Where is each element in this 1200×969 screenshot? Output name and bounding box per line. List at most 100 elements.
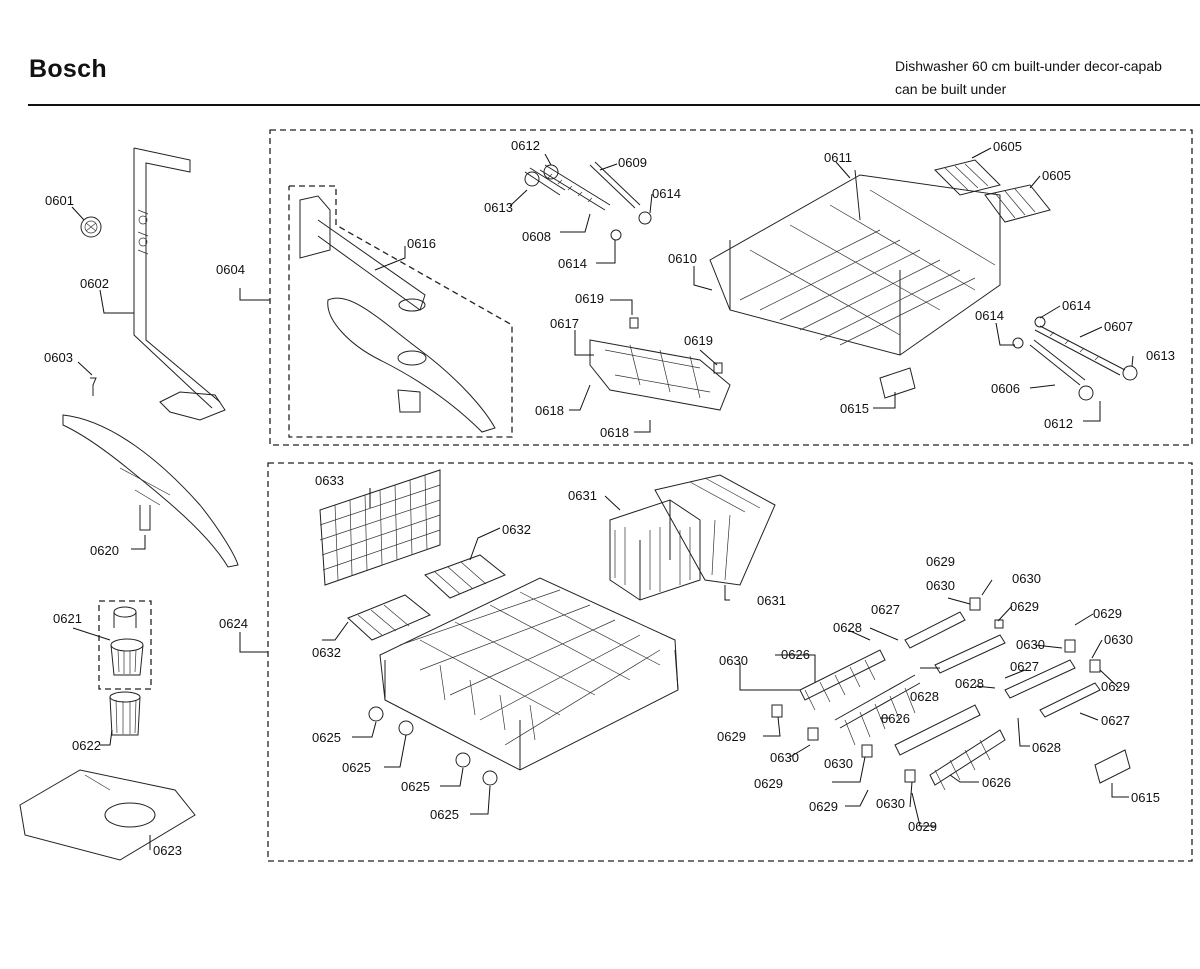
label-0630-b: 0630 <box>1012 571 1041 586</box>
right-cup-shelf-drawing <box>1012 316 1138 401</box>
label-0633: 0633 <box>315 473 344 488</box>
filter-group-box <box>98 600 152 690</box>
label-0620: 0620 <box>90 543 119 558</box>
knife-rack-0617-drawing <box>589 339 731 411</box>
tines-grid-0633-drawing <box>319 469 441 586</box>
upper-spray-arm-pipe-0616-drawing <box>299 195 426 312</box>
label-0612-bottom: 0612 <box>1044 416 1073 431</box>
handle-0615-upper-drawing <box>879 367 916 399</box>
label-0630-g: 0630 <box>824 756 853 771</box>
label-0618-b: 0618 <box>600 425 629 440</box>
label-0626-c: 0626 <box>982 775 1011 790</box>
label-0630-a: 0630 <box>926 578 955 593</box>
label-0604: 0604 <box>216 262 245 277</box>
label-0628-d: 0628 <box>1032 740 1061 755</box>
fine-filter-0622-drawing <box>109 691 141 736</box>
label-0625-a: 0625 <box>312 730 341 745</box>
label-0615-upper: 0615 <box>840 401 869 416</box>
label-0613-left: 0613 <box>484 200 513 215</box>
label-0612-top: 0612 <box>511 138 540 153</box>
label-0630-e: 0630 <box>719 653 748 668</box>
label-0626-b: 0626 <box>881 711 910 726</box>
label-0607: 0607 <box>1104 319 1133 334</box>
label-0618-a: 0618 <box>535 403 564 418</box>
part-labels: 0601 0602 0603 0604 0616 0620 0621 0622 … <box>44 138 1175 858</box>
handle-0615-lower-drawing <box>1094 749 1131 784</box>
filter-0621-drawing <box>110 606 144 676</box>
supply-pipe-0602-drawing <box>133 147 226 421</box>
label-0631-a: 0631 <box>568 488 597 503</box>
lower-basket-drawing <box>379 577 679 771</box>
tine-rows-0605-drawing <box>934 159 1051 223</box>
lower-basket-group-box <box>267 462 1193 862</box>
label-0629-e: 0629 <box>717 729 746 744</box>
upper-basket-0610-drawing <box>709 169 1001 356</box>
tine-rack-0632-drawing <box>347 554 506 641</box>
label-0615-lower: 0615 <box>1131 790 1160 805</box>
label-0628-c: 0628 <box>910 689 939 704</box>
spray-arm-group-box <box>288 185 513 438</box>
label-0605-a: 0605 <box>993 139 1022 154</box>
label-0626-a: 0626 <box>781 647 810 662</box>
label-0629-d: 0629 <box>1101 679 1130 694</box>
label-0625-b: 0625 <box>342 760 371 775</box>
label-0629-g: 0629 <box>809 799 838 814</box>
label-0606: 0606 <box>991 381 1020 396</box>
label-0614-b: 0614 <box>558 256 587 271</box>
label-0628-b: 0628 <box>955 676 984 691</box>
folding-tines-drawing <box>799 611 1101 791</box>
micro-filter-plate-0623-drawing <box>19 769 196 861</box>
label-0617: 0617 <box>550 316 579 331</box>
label-0629-c: 0629 <box>1093 606 1122 621</box>
label-0614-c: 0614 <box>1062 298 1091 313</box>
label-0630-h: 0630 <box>876 796 905 811</box>
label-0632-a: 0632 <box>502 522 531 537</box>
label-0622: 0622 <box>72 738 101 753</box>
label-0627-c: 0627 <box>1101 713 1130 728</box>
label-0624: 0624 <box>219 616 248 631</box>
header-rule <box>28 104 1200 106</box>
label-0623: 0623 <box>153 843 182 858</box>
label-0630-c: 0630 <box>1016 637 1045 652</box>
leader-lines <box>71 147 1134 850</box>
label-0627-a: 0627 <box>871 602 900 617</box>
label-0619-b: 0619 <box>684 333 713 348</box>
label-0605-b: 0605 <box>1042 168 1071 183</box>
upper-spray-arm-drawing <box>327 297 496 433</box>
label-0625-d: 0625 <box>430 807 459 822</box>
title-line-1: Dishwasher 60 cm built-under decor-capab <box>895 58 1162 74</box>
title-line-2: can be built under <box>895 81 1007 97</box>
label-0629-b: 0629 <box>1010 599 1039 614</box>
label-0630-f: 0630 <box>770 750 799 765</box>
label-0629-a: 0629 <box>926 554 955 569</box>
label-0609: 0609 <box>618 155 647 170</box>
label-0629-f: 0629 <box>754 776 783 791</box>
label-0625-c: 0625 <box>401 779 430 794</box>
cutlery-basket-0631-drawing <box>609 474 776 601</box>
label-0627-b: 0627 <box>1010 659 1039 674</box>
label-0610: 0610 <box>668 251 697 266</box>
label-0630-d: 0630 <box>1104 632 1133 647</box>
label-0611: 0611 <box>824 150 852 165</box>
label-0602: 0602 <box>80 276 109 291</box>
label-0631-b: 0631 <box>757 593 786 608</box>
spray-nozzle-0601-drawing <box>80 216 102 238</box>
label-0616: 0616 <box>407 236 436 251</box>
label-0603: 0603 <box>44 350 73 365</box>
label-0628-a: 0628 <box>833 620 862 635</box>
upper-basket-group-box <box>269 129 1193 446</box>
label-0614-d: 0614 <box>975 308 1004 323</box>
diagram-title: Dishwasher 60 cm built-under decor-capab… <box>895 55 1162 101</box>
label-0632-b: 0632 <box>312 645 341 660</box>
basket-wheels-0625-drawing <box>368 706 498 786</box>
label-0613-right: 0613 <box>1146 348 1175 363</box>
lower-spray-arm-0620-drawing <box>62 414 239 568</box>
screw-0603-drawing <box>90 377 97 396</box>
label-0601: 0601 <box>45 193 74 208</box>
label-0608: 0608 <box>522 229 551 244</box>
label-0629-h: 0629 <box>908 819 937 834</box>
label-0614-a: 0614 <box>652 186 681 201</box>
label-0621: 0621 <box>53 611 82 626</box>
label-0619-a: 0619 <box>575 291 604 306</box>
